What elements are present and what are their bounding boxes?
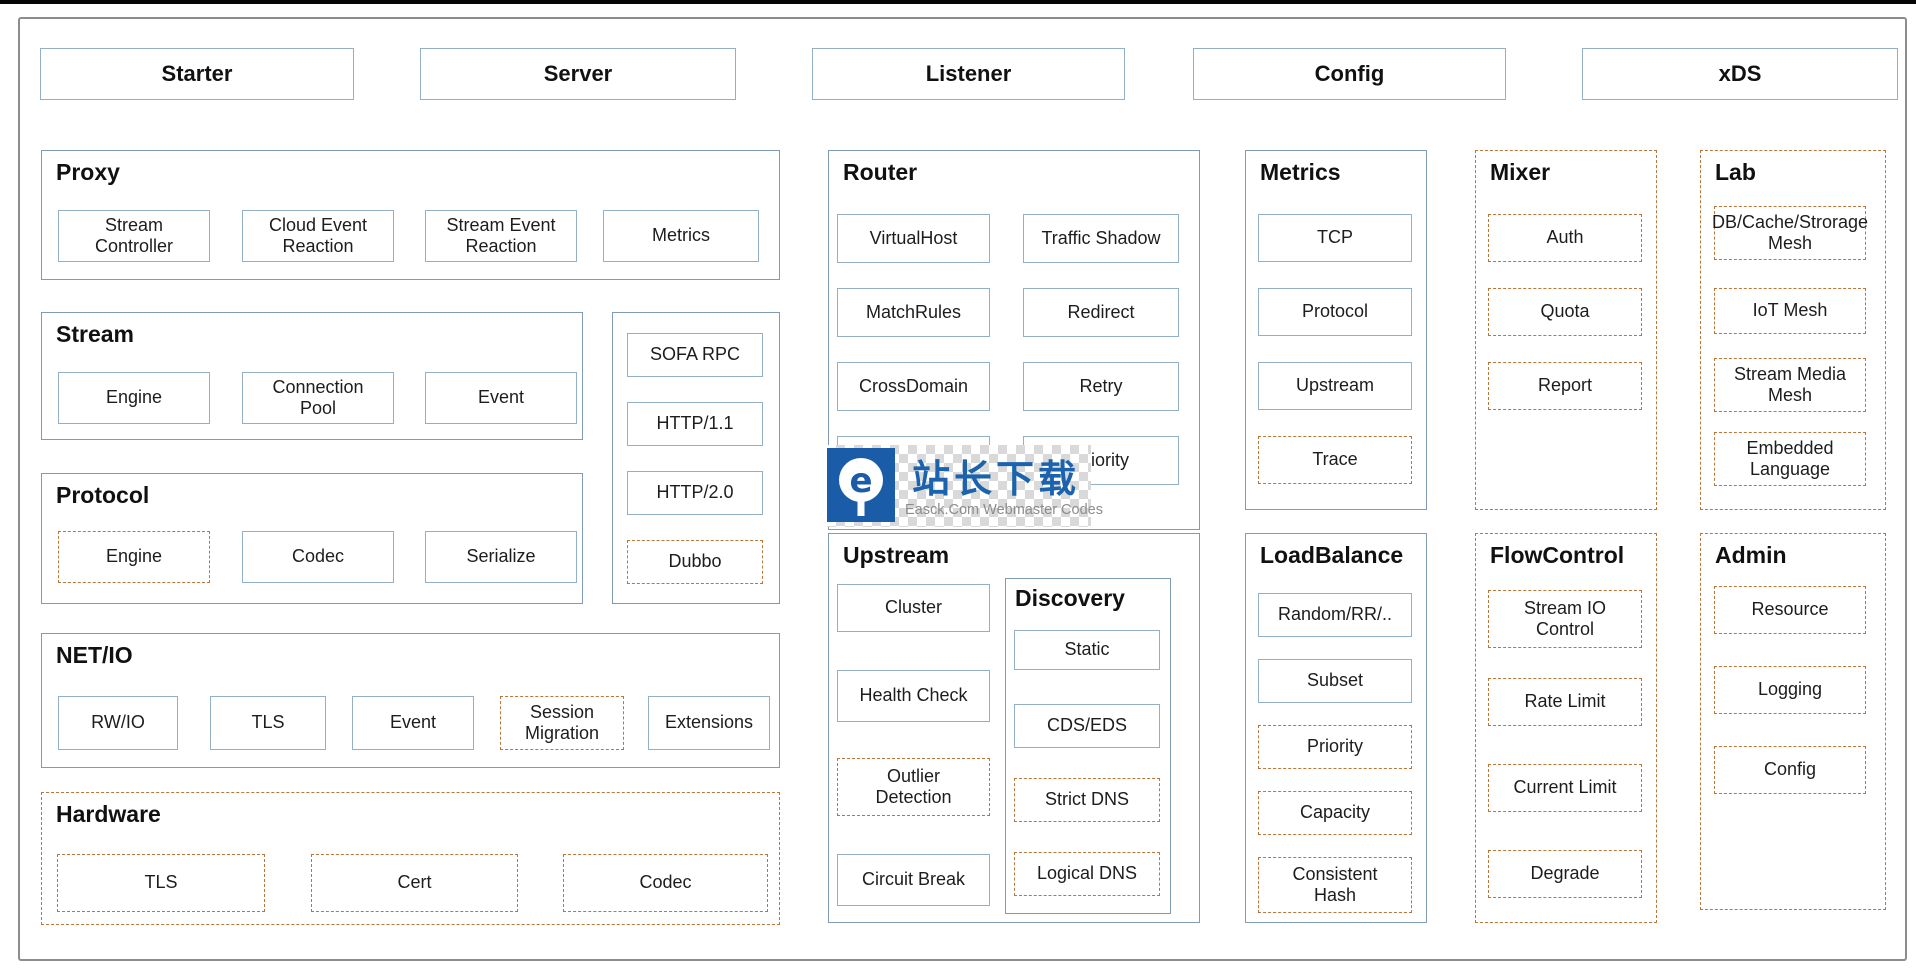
box-router-redirect: Redirect — [1023, 288, 1179, 337]
watermark-subtext: Easck.Com Webmaster Codes — [905, 502, 1103, 518]
header-box-config: Config — [1193, 48, 1506, 100]
group-title-metrics: Metrics — [1260, 159, 1341, 185]
box-proxy-metrics: Metrics — [603, 210, 759, 262]
box-protocol-codec: Codec — [242, 531, 394, 583]
box-admin-config: Config — [1714, 746, 1866, 794]
group-title-admin: Admin — [1715, 542, 1787, 568]
box-router-traffic-shadow: Traffic Shadow — [1023, 214, 1179, 263]
group-title-stream: Stream — [56, 321, 134, 347]
header-box-server: Server — [420, 48, 736, 100]
top-border-line — [0, 0, 1916, 4]
box-proxy-cloud-event-reaction: Cloud Event Reaction — [242, 210, 394, 262]
box-dubbo: Dubbo — [627, 540, 763, 584]
box-sofa-rpc: SOFA RPC — [627, 333, 763, 377]
box-lab-embedded-language: Embedded Language — [1714, 432, 1866, 486]
group-title-netio: NET/IO — [56, 642, 133, 668]
box-metrics-protocol: Protocol — [1258, 288, 1412, 336]
group-title-flowcontrol: FlowControl — [1490, 542, 1625, 568]
box-admin-logging: Logging — [1714, 666, 1866, 714]
box-stream-connection-pool: Connection Pool — [242, 372, 394, 424]
box-upstream-cluster: Cluster — [837, 584, 990, 632]
box-discovery-static: Static — [1014, 630, 1160, 670]
svg-text:e: e — [849, 461, 872, 501]
box-lb-subset: Subset — [1258, 659, 1412, 703]
box-router-virtualhost: VirtualHost — [837, 214, 990, 263]
box-fc-current-limit: Current Limit — [1488, 764, 1642, 812]
box-hardware-tls: TLS — [57, 854, 265, 912]
box-discovery-strict-dns: Strict DNS — [1014, 778, 1160, 822]
box-mixer-report: Report — [1488, 362, 1642, 410]
box-proxy-stream-controller: Stream Controller — [58, 210, 210, 262]
box-metrics-tcp: TCP — [1258, 214, 1412, 262]
box-discovery-cds-eds: CDS/EDS — [1014, 704, 1160, 748]
group-title-loadbalance: LoadBalance — [1260, 542, 1404, 568]
box-netio-event: Event — [352, 696, 474, 750]
box-lab-db-cache-storage-mesh: DB/Cache/Strorage Mesh — [1712, 206, 1868, 260]
box-stream-engine: Engine — [58, 372, 210, 424]
box-fc-stream-io-control: Stream IO Control — [1488, 590, 1642, 648]
box-metrics-upstream: Upstream — [1258, 362, 1412, 410]
box-lab-stream-media-mesh: Stream Media Mesh — [1714, 358, 1866, 412]
box-netio-extensions: Extensions — [648, 696, 770, 750]
box-discovery-logical-dns: Logical DNS — [1014, 852, 1160, 896]
header-box-starter: Starter — [40, 48, 354, 100]
box-lb-consistent-hash: Consistent Hash — [1258, 857, 1412, 913]
group-title-router: Router — [843, 159, 918, 185]
box-protocol-serialize: Serialize — [425, 531, 577, 583]
box-router-matchrules: MatchRules — [837, 288, 990, 337]
box-upstream-circuit-break: Circuit Break — [837, 854, 990, 906]
box-netio-session-migration: Session Migration — [500, 696, 624, 750]
box-stream-event: Event — [425, 372, 577, 424]
box-lb-random-rr: Random/RR/.. — [1258, 593, 1412, 637]
header-box-listener: Listener — [812, 48, 1125, 100]
box-lab-iot-mesh: IoT Mesh — [1714, 288, 1866, 334]
box-netio-tls: TLS — [210, 696, 326, 750]
box-mixer-auth: Auth — [1488, 214, 1642, 262]
box-upstream-health-check: Health Check — [837, 670, 990, 722]
group-title-upstream: Upstream — [843, 542, 950, 568]
group-title-mixer: Mixer — [1490, 159, 1551, 185]
box-http11: HTTP/1.1 — [627, 402, 763, 446]
box-proxy-stream-event-reaction: Stream Event Reaction — [425, 210, 577, 262]
box-mixer-quota: Quota — [1488, 288, 1642, 336]
box-http20: HTTP/2.0 — [627, 471, 763, 515]
box-fc-rate-limit: Rate Limit — [1488, 678, 1642, 726]
watermark: e 站长下载 Easck.Com Webmaster Codes — [827, 445, 1103, 527]
box-hardware-codec: Codec — [563, 854, 768, 912]
group-title-lab: Lab — [1715, 159, 1756, 185]
header-box-xds: xDS — [1582, 48, 1898, 100]
box-fc-degrade: Degrade — [1488, 850, 1642, 898]
group-title-proxy: Proxy — [56, 159, 120, 185]
box-lb-capacity: Capacity — [1258, 791, 1412, 835]
box-protocol-engine: Engine — [58, 531, 210, 583]
watermark-text: 站长下载 — [911, 458, 1080, 501]
box-lb-priority: Priority — [1258, 725, 1412, 769]
group-title-protocol: Protocol — [56, 482, 150, 508]
box-router-retry: Retry — [1023, 362, 1179, 411]
box-netio-rwio: RW/IO — [58, 696, 178, 750]
group-title-hardware: Hardware — [56, 801, 161, 827]
box-metrics-trace: Trace — [1258, 436, 1412, 484]
watermark-logo-icon: e — [827, 448, 895, 522]
box-admin-resource: Resource — [1714, 586, 1866, 634]
box-hardware-cert: Cert — [311, 854, 518, 912]
box-upstream-outlier-detection: Outlier Detection — [837, 758, 990, 816]
group-title-discovery: Discovery — [1015, 585, 1125, 611]
box-router-crossdomain: CrossDomain — [837, 362, 990, 411]
